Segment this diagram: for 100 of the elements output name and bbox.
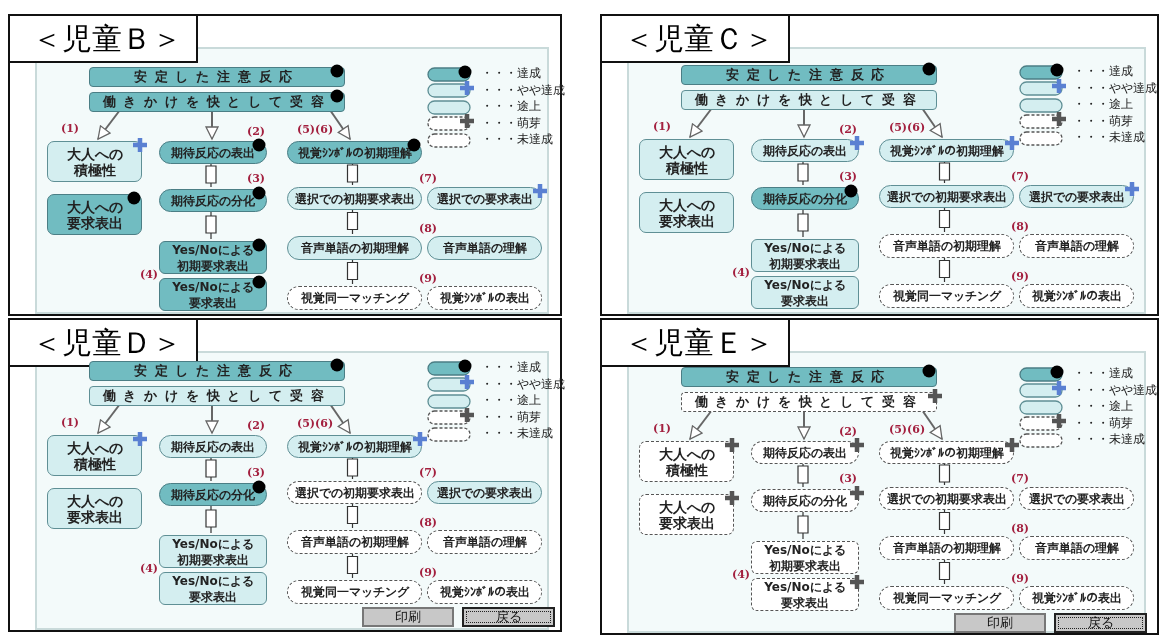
box-label: 選択での要求表出 <box>436 484 533 501</box>
legend-text: ・・・途上 <box>481 98 541 115</box>
hollow-arrow <box>689 409 713 440</box>
rounded-box <box>751 239 859 272</box>
box-label: 視覚ｼﾝﾎﾞﾙの表出 <box>1031 590 1122 606</box>
box-label: 働きかけを快として受容 <box>102 388 332 404</box>
rounded-box <box>47 488 142 529</box>
box-label: 大人への積極性 <box>65 439 124 472</box>
step-number: (1) <box>653 120 672 133</box>
connector-glyph <box>938 507 951 535</box>
step-number: (2) <box>839 425 858 438</box>
connector-glyph <box>205 209 217 240</box>
step-number: (3) <box>247 172 266 185</box>
step-number: (5)(6) <box>889 423 926 436</box>
hollow-arrow <box>97 403 121 434</box>
box-label: Yes/Noによる要求表出 <box>171 278 255 311</box>
box-label: 選択での要求表出 <box>436 190 533 207</box>
hollow-arrow <box>329 403 351 434</box>
rounded-box <box>681 90 937 110</box>
legend-text: ・・・未達成 <box>1073 129 1145 146</box>
rounded-box <box>89 92 345 112</box>
rounded-box <box>681 65 937 85</box>
box-label: 音声単語の理解 <box>442 240 527 256</box>
panel-title: ＜児童Ｃ＞ <box>600 14 790 63</box>
box-label: 視覚同一マッチング <box>300 584 409 600</box>
pill-box <box>287 580 422 604</box>
connector-glyph <box>938 205 951 233</box>
box-label: Yes/Noによる初期要求表出 <box>763 541 847 574</box>
box-label: 視覚同一マッチング <box>892 590 1001 606</box>
step-number: (8) <box>1011 522 1030 535</box>
box-label: 視覚ｼﾝﾎﾞﾙの表出 <box>439 290 530 306</box>
pill-box <box>427 580 542 604</box>
connector-glyph <box>346 207 359 235</box>
step-number: (2) <box>839 123 858 136</box>
box-label: 視覚ｼﾝﾎﾞﾙの初期理解 <box>297 144 412 161</box>
box-label: 選択での要求表出 <box>1028 490 1125 507</box>
rounded-box <box>751 276 859 309</box>
step-number: (4) <box>732 568 751 581</box>
legend-text: ・・・途上 <box>1073 96 1133 113</box>
hollow-arrow <box>97 109 121 140</box>
step-number: (7) <box>419 466 438 479</box>
box-label: 期待反応の分化 <box>763 190 847 207</box>
step-number: (3) <box>247 466 266 479</box>
box-label: 大人への積極性 <box>657 143 716 176</box>
pill-box <box>879 487 1014 510</box>
box-label: 音声単語の理解 <box>1034 238 1119 254</box>
hollow-arrow <box>329 109 351 140</box>
legend-text: ・・・途上 <box>481 392 541 409</box>
pill-box <box>159 435 267 458</box>
step-number: (4) <box>140 268 159 281</box>
pill-box <box>879 185 1014 208</box>
connector-glyph <box>346 161 359 186</box>
box-label: 選択での初期要求表出 <box>886 188 1007 205</box>
pill-box <box>1019 536 1134 560</box>
box-label: 期待反応の分化 <box>171 486 255 503</box>
rounded-box <box>751 541 859 574</box>
rounded-box <box>159 278 267 311</box>
box-label: 音声単語の初期理解 <box>300 534 409 550</box>
rounded-box <box>47 194 142 235</box>
legend-text: ・・・萌芽 <box>481 114 541 132</box>
rounded-box <box>89 386 345 406</box>
legend-text: ・・・やや達成 <box>1073 381 1157 399</box>
legend-text: ・・・途上 <box>1073 398 1133 415</box>
pill-box <box>287 236 422 260</box>
step-number: (2) <box>247 419 266 432</box>
pill-box <box>879 536 1014 560</box>
box-label: 期待反応の分化 <box>763 492 847 509</box>
box-label: 期待反応の表出 <box>763 142 847 159</box>
step-number: (9) <box>419 566 438 579</box>
box-label: Yes/Noによる要求表出 <box>171 572 255 605</box>
box-label: 大人への積極性 <box>657 445 716 478</box>
box-label: 音声単語の理解 <box>1034 540 1119 556</box>
box-label: 期待反応の分化 <box>171 192 255 209</box>
connector-glyph <box>797 159 809 186</box>
pill-box <box>159 141 267 164</box>
pill-box <box>879 234 1014 258</box>
box-label: 働きかけを快として受容 <box>694 394 924 410</box>
legend-text: ・・・未達成 <box>481 425 553 442</box>
box-label: 選択での初期要求表出 <box>294 190 415 207</box>
box-label: Yes/Noによる要求表出 <box>763 276 847 309</box>
print-button: 印刷 <box>954 613 1046 633</box>
box-label: 安定した注意反応 <box>725 67 893 83</box>
box-label: 音声単語の初期理解 <box>892 238 1001 254</box>
pill-box <box>1019 487 1134 510</box>
pill-box <box>879 284 1014 308</box>
connector-glyph <box>938 461 951 486</box>
box-label: 期待反応の表出 <box>763 444 847 461</box>
box-label: 視覚ｼﾝﾎﾞﾙの表出 <box>1031 288 1122 304</box>
connector-glyph <box>346 257 359 285</box>
connector-glyph <box>205 503 217 534</box>
box-label: Yes/Noによる初期要求表出 <box>171 535 255 568</box>
box-label: 視覚同一マッチング <box>300 290 409 306</box>
legend-text: ・・・達成 <box>481 359 541 376</box>
step-number: (3) <box>839 170 858 183</box>
box-label: 大人への要求表出 <box>657 196 716 229</box>
box-label: 選択での初期要求表出 <box>294 484 415 501</box>
legend-text: ・・・萌芽 <box>1073 112 1133 130</box>
legend-text: ・・・達成 <box>1073 365 1133 382</box>
hollow-arrow <box>205 109 219 140</box>
box-label: 働きかけを快として受容 <box>694 92 924 108</box>
